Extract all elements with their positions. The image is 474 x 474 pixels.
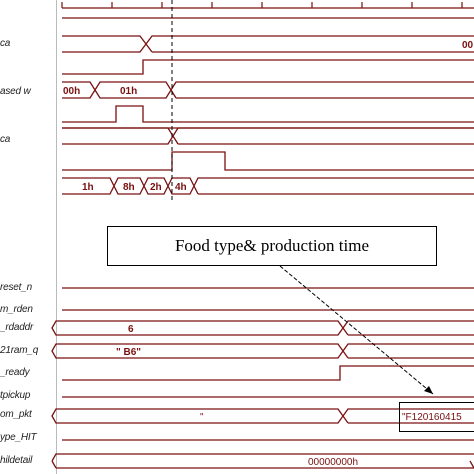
- signal-label[interactable]: _rdaddr: [0, 322, 34, 333]
- bus-value: 2h: [150, 182, 162, 193]
- column-divider: [56, 0, 57, 474]
- bus-value: 1h: [82, 182, 94, 193]
- callout-arrow: [279, 265, 434, 395]
- signal-label[interactable]: tpickup: [0, 390, 31, 401]
- wave-bus: [51, 343, 474, 359]
- bus-value: 00: [462, 40, 474, 51]
- wave-bus: [62, 127, 474, 145]
- bus-value: 00h: [63, 86, 80, 97]
- signal-label[interactable]: hildetail: [0, 455, 33, 466]
- annotation-callout: Food type& production time: [107, 226, 437, 266]
- wave-bus: [51, 453, 474, 469]
- bus-value: 01h: [120, 86, 137, 97]
- wave-line: [62, 151, 474, 171]
- highlight-box: [399, 402, 474, 432]
- bus-value: "F120160415: [402, 412, 462, 423]
- signal-label[interactable]: _ready: [0, 367, 30, 378]
- signal-label[interactable]: m_rden: [0, 304, 33, 315]
- signal-label[interactable]: 21ram_q: [0, 345, 39, 356]
- bus-value: 6: [128, 324, 134, 335]
- bus-value: 8h: [123, 182, 135, 193]
- wave-line: [62, 59, 474, 75]
- bus-value: 00000000h: [308, 457, 358, 468]
- signal-label[interactable]: ca: [0, 38, 11, 49]
- wave-bus: [51, 320, 474, 336]
- signal-label[interactable]: ca: [0, 134, 11, 145]
- wave-bus: [62, 81, 474, 99]
- time-ruler: [61, 2, 474, 9]
- signal-label[interactable]: ased w: [0, 86, 31, 97]
- wave-bus: [51, 408, 474, 424]
- signal-label[interactable]: reset_n: [0, 282, 32, 293]
- wave-bus: [62, 35, 474, 53]
- wave-bus: [62, 177, 474, 195]
- bus-value: ": [200, 412, 204, 423]
- wave-line: [62, 105, 474, 123]
- wave-line: [62, 365, 474, 381]
- signal-label[interactable]: ype_HIT: [0, 432, 37, 443]
- signal-name-column: ca ased w ca reset_n m_rden _rdaddr 21ra…: [0, 0, 56, 474]
- bus-value: 4h: [175, 182, 187, 193]
- signal-label[interactable]: om_pkt: [0, 409, 32, 420]
- bus-value: " B6": [116, 347, 141, 358]
